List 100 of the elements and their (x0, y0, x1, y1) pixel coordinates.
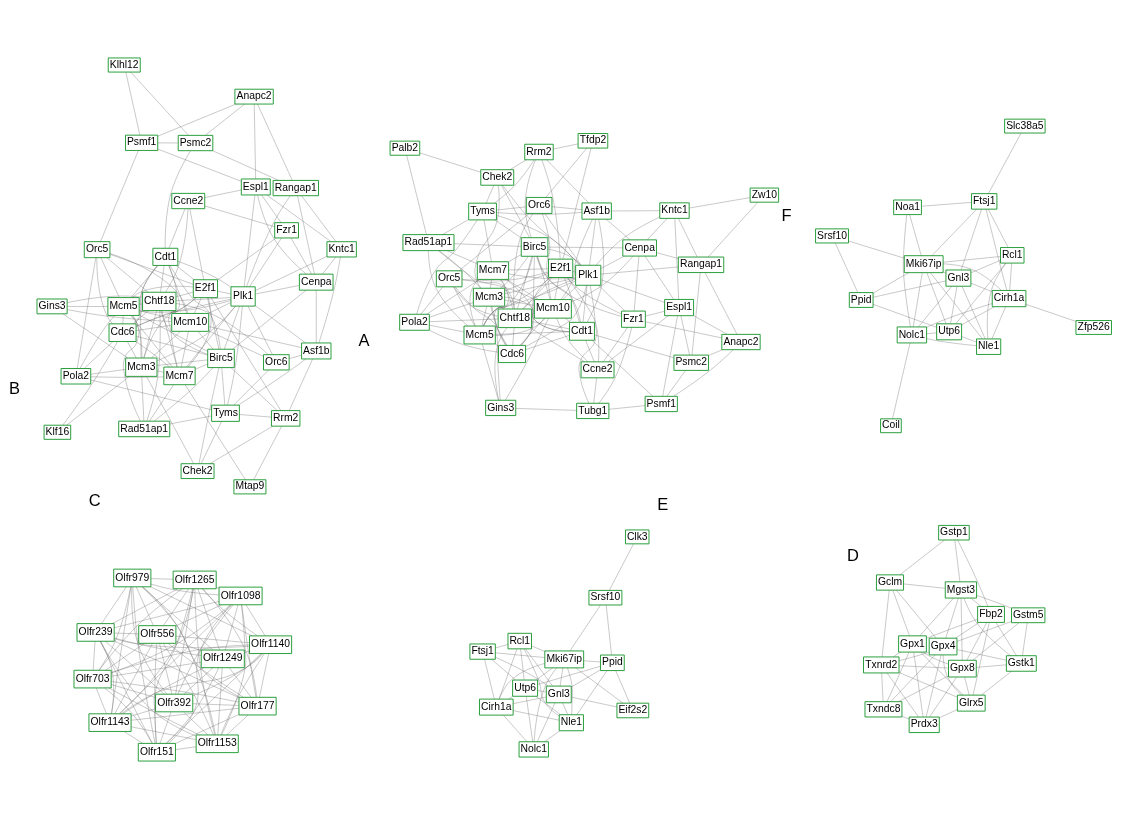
connector (429, 325, 465, 333)
connector (175, 588, 194, 695)
connector (486, 185, 495, 204)
node-box: Clk3 (625, 529, 650, 545)
connector (111, 662, 202, 677)
node-box: Nolc1 (518, 741, 549, 758)
connector (556, 318, 589, 362)
connector (525, 285, 587, 347)
connector (495, 326, 499, 328)
connector (238, 358, 307, 406)
connector (194, 297, 202, 314)
node-box: Gins3 (36, 298, 68, 315)
connector (204, 205, 275, 227)
connector (571, 696, 618, 708)
node-box: Nle1 (976, 338, 1002, 355)
connector (229, 667, 252, 698)
connector (157, 103, 237, 137)
connector (141, 586, 240, 698)
connector (220, 653, 265, 736)
connector (168, 208, 186, 249)
connector (898, 672, 958, 698)
node-box: Cenpa (622, 239, 657, 257)
connector (156, 359, 208, 366)
connector (255, 305, 306, 344)
connector (172, 310, 178, 314)
connector (522, 278, 576, 310)
connector (156, 305, 236, 362)
connector (135, 298, 232, 327)
connector (176, 265, 195, 280)
connector (135, 336, 208, 356)
node-box: Espl1 (664, 298, 695, 317)
node-box: Gstp1 (938, 524, 970, 541)
connector (991, 306, 1006, 340)
connector (146, 310, 161, 422)
connector (645, 321, 722, 339)
connector (140, 265, 158, 359)
connector (177, 604, 234, 695)
connector (261, 194, 282, 223)
connector (909, 214, 922, 256)
node-box: Olfr1153 (195, 734, 239, 754)
connector (901, 716, 910, 720)
node-box: Ccne2 (580, 361, 615, 379)
node-box: Espl1 (240, 178, 271, 196)
node-box: Ftsj1 (469, 643, 496, 660)
connector (520, 256, 535, 346)
connector (318, 256, 341, 344)
node-box: Psmf1 (125, 134, 159, 151)
connector (66, 376, 130, 426)
connector (611, 210, 660, 212)
connector (149, 384, 174, 422)
connector (131, 586, 168, 695)
connector (551, 206, 583, 210)
connector (96, 257, 113, 324)
connector (95, 687, 107, 714)
connector (290, 237, 312, 275)
connector (886, 651, 910, 702)
connector (881, 672, 884, 702)
connector (926, 338, 977, 346)
connector (593, 377, 597, 404)
label: A (358, 331, 370, 350)
connector (662, 315, 678, 397)
connector (893, 651, 901, 658)
connector (495, 657, 549, 687)
connector (919, 597, 954, 636)
node-box: Olfr392 (155, 693, 194, 713)
connector (165, 208, 189, 293)
node-box: Gstm5 (1011, 607, 1046, 624)
connector (547, 246, 623, 248)
node-box: Klf16 (43, 424, 72, 440)
connector (598, 285, 626, 312)
node-box: Tfdp2 (577, 133, 609, 149)
label: F (781, 206, 792, 225)
node-box: Fbp2 (977, 605, 1005, 623)
connector (289, 354, 302, 359)
connector (157, 142, 179, 144)
connector (161, 310, 178, 368)
connector (512, 327, 515, 346)
node-box: E2f1 (192, 279, 219, 299)
connector (226, 714, 249, 736)
connector (109, 254, 194, 285)
connector (208, 302, 232, 314)
connector (130, 265, 159, 298)
connector (201, 421, 222, 464)
connector (945, 597, 959, 639)
connector (157, 148, 242, 182)
connector (490, 306, 507, 346)
connector (189, 208, 204, 280)
node-box: Mtap9 (233, 479, 267, 495)
node-box: Cirh1a (991, 289, 1027, 308)
connector (950, 286, 958, 324)
connector (898, 651, 930, 661)
connector (212, 150, 279, 181)
connector (194, 588, 215, 736)
connector (913, 272, 923, 328)
connector (606, 219, 631, 240)
connector (101, 586, 127, 624)
connector (90, 379, 212, 410)
node-box: Gpx4 (928, 637, 958, 656)
connector (1022, 622, 1028, 656)
connector (496, 206, 527, 211)
